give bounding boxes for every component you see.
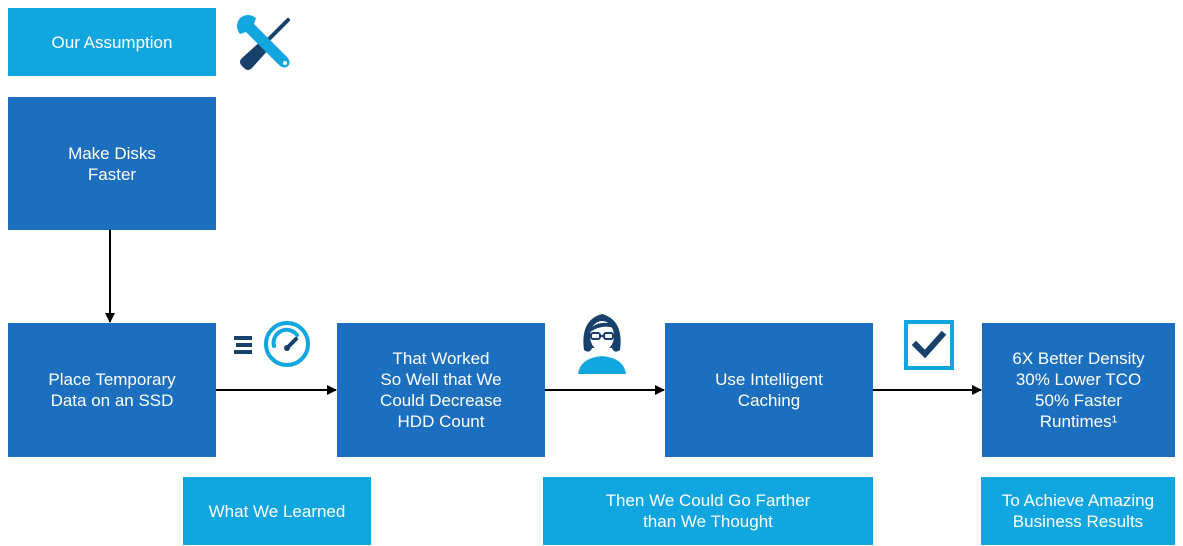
checkbox-checked-icon <box>904 320 954 370</box>
step-place-temporary-data: Place Temporary Data on an SSD <box>8 323 216 457</box>
label-achieve-results: To Achieve Amazing Business Results <box>981 477 1175 545</box>
label-go-farther: Then We Could Go Farther than We Thought <box>543 477 873 545</box>
step-make-disks-faster: Make Disks Faster <box>8 97 216 230</box>
label-our-assumption: Our Assumption <box>8 8 216 76</box>
speedometer-icon <box>234 321 310 367</box>
wrench-screwdriver-icon <box>237 15 290 70</box>
label-what-we-learned: What We Learned <box>183 477 371 545</box>
step-that-worked: That Worked So Well that We Could Decrea… <box>337 323 545 457</box>
step-results: 6X Better Density 30% Lower TCO 50% Fast… <box>982 323 1175 457</box>
person-with-glasses-icon <box>578 314 626 374</box>
step-intelligent-caching: Use Intelligent Caching <box>665 323 873 457</box>
